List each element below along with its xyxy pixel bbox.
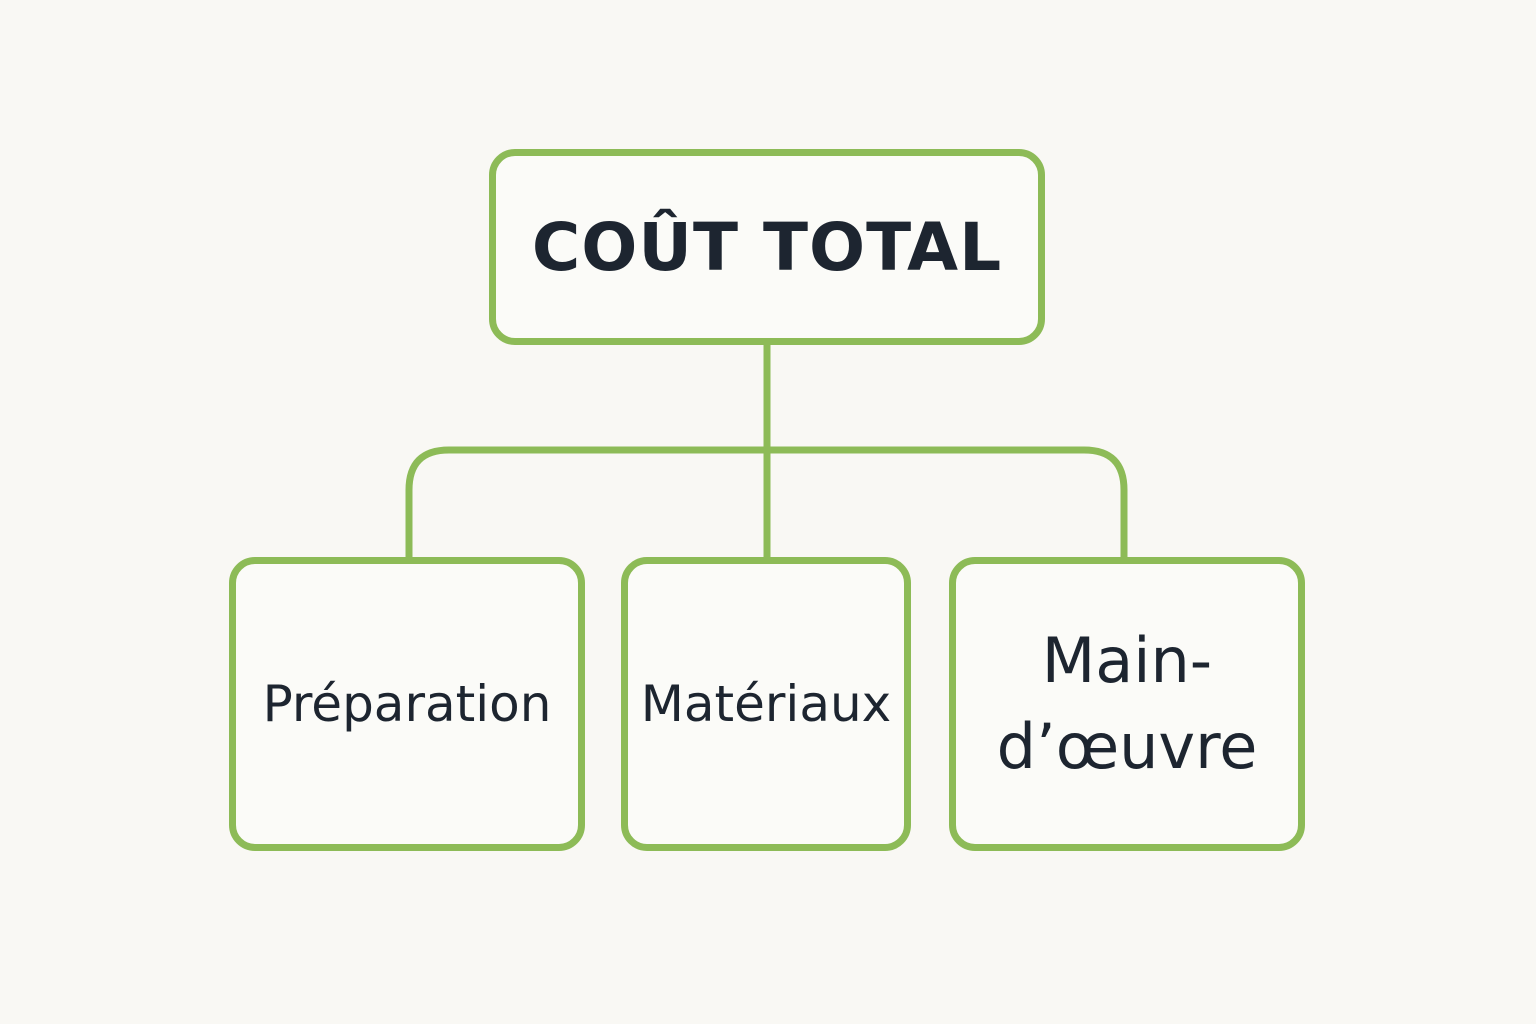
child-node-label-labor-line1: Main- — [1041, 624, 1213, 697]
root-node-label: COÛT TOTAL — [531, 208, 1003, 286]
child-node-label-materials: Matériaux — [640, 675, 892, 733]
child-node-labor: Main- d’œuvre — [949, 557, 1305, 851]
connector-branch-bar — [405, 446, 1128, 557]
child-node-label-labor: Main- d’œuvre — [997, 618, 1258, 790]
child-node-label-labor-line2: d’œuvre — [996, 710, 1258, 783]
root-node-total-cost: COÛT TOTAL — [489, 149, 1045, 345]
child-node-materials: Matériaux — [621, 557, 911, 851]
child-node-preparation: Préparation — [229, 557, 585, 851]
child-node-label-preparation: Préparation — [262, 675, 552, 733]
